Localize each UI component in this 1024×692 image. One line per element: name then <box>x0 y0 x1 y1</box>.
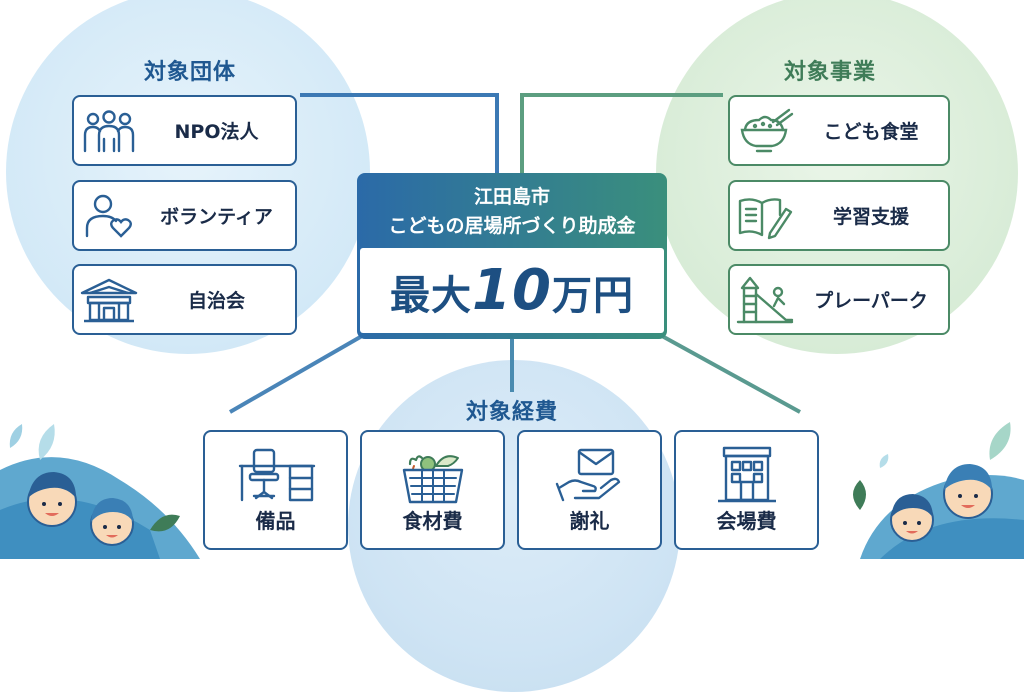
groups-title: 対象団体 <box>143 60 236 85</box>
community-hall-icon <box>74 271 144 329</box>
project-card-kids-cafeteria: こども食堂 <box>728 95 950 166</box>
leaf-icon <box>9 424 23 448</box>
projects-title: 対象事業 <box>783 60 876 85</box>
subsidy-city: 江田島市 <box>473 186 550 208</box>
kids-illustration-left <box>0 424 200 559</box>
expense-label-venue: 会場費 <box>716 509 777 533</box>
subsidy-amount: 最大10万円 <box>390 258 634 323</box>
expense-card-food: 食材費 <box>360 430 505 550</box>
amount-number: 10 <box>472 258 552 323</box>
amount-suffix: 万円 <box>551 273 634 319</box>
group-label-npo: NPO法人 <box>174 121 259 143</box>
expense-card-honorarium: 謝礼 <box>517 430 662 550</box>
expense-label-honorarium: 謝礼 <box>569 509 610 533</box>
leaf-icon <box>989 422 1011 460</box>
leaf-icon <box>150 514 180 532</box>
subsidy-amount-panel: 最大10万円 <box>360 248 664 333</box>
desk-chair-icon <box>205 444 346 514</box>
people-group-icon <box>74 102 144 160</box>
rice-bowl-chopsticks-icon <box>730 102 800 160</box>
connector-lines <box>229 93 801 414</box>
group-label-community: 自治会 <box>187 290 245 312</box>
amount-prefix: 最大 <box>390 273 473 319</box>
expense-card-venue: 会場費 <box>674 430 819 550</box>
playground-slide-icon <box>730 271 800 329</box>
project-label-play-park: プレーパーク <box>814 290 928 312</box>
project-label-study-support: 学習支援 <box>832 206 909 228</box>
leaf-icon <box>853 480 866 510</box>
project-label-kids-cafeteria: こども食堂 <box>823 121 919 143</box>
kids-illustration-right <box>853 422 1024 559</box>
group-label-volunteer: ボランティア <box>160 206 273 228</box>
food-basket-icon <box>362 444 503 514</box>
subsidy-name: こどもの居場所づくり助成金 <box>388 215 636 237</box>
expense-label-food: 食材費 <box>402 509 463 533</box>
group-card-npo: NPO法人 <box>72 95 297 166</box>
building-icon <box>676 444 817 514</box>
volunteer-heart-icon <box>74 187 144 245</box>
expense-card-equipment: 備品 <box>203 430 348 550</box>
envelope-hand-icon <box>519 444 660 514</box>
subsidy-title: 江田島市 こどもの居場所づくり助成金 <box>360 176 664 248</box>
expense-label-equipment: 備品 <box>255 509 296 533</box>
leaf-icon <box>879 454 889 468</box>
expenses-title: 対象経費 <box>465 400 558 425</box>
project-card-study-support: 学習支援 <box>728 180 950 251</box>
leaf-icon <box>38 424 55 460</box>
group-card-volunteer: ボランティア <box>72 180 297 251</box>
book-pencil-icon <box>730 187 800 245</box>
group-card-community: 自治会 <box>72 264 297 335</box>
subsidy-box: 江田島市 こどもの居場所づくり助成金 最大10万円 <box>357 173 667 339</box>
project-card-play-park: プレーパーク <box>728 264 950 335</box>
